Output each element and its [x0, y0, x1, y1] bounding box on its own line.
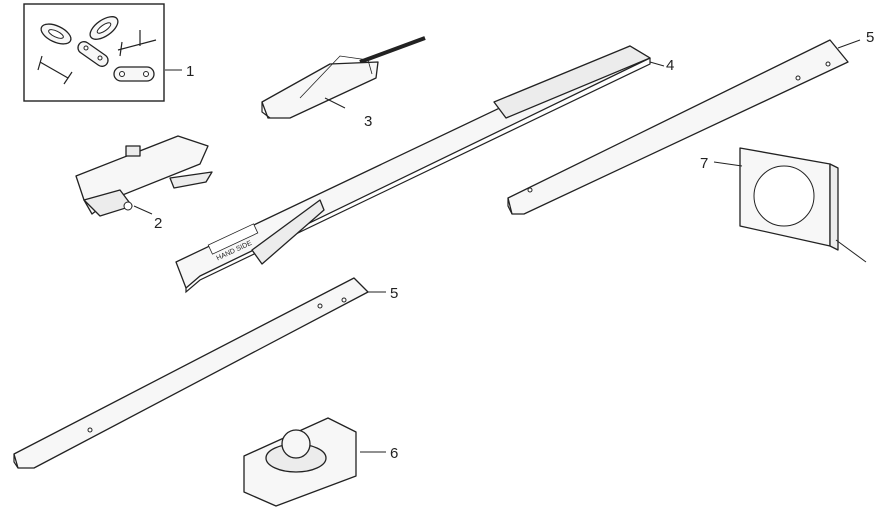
pulley-icon [265, 429, 327, 473]
part-1-hardware-kit: 1 [23, 3, 194, 102]
sprocket-icon [753, 165, 815, 227]
pin-icon [37, 30, 157, 85]
part-3-trolley: 3 [261, 36, 426, 130]
callout-4: 4 [666, 57, 674, 74]
part-4-center-rail: HAND SIDE 4 [175, 45, 674, 294]
callout-2: 2 [154, 215, 162, 232]
callout-5a: 5 [866, 29, 874, 46]
callout-3: 3 [364, 113, 372, 130]
callout-5b: 5 [390, 285, 398, 302]
part-2-carriage: 2 [75, 135, 213, 232]
callout-7: 7 [700, 155, 708, 172]
part-5-rail-upper: 5 [507, 29, 874, 215]
chain-link-icon [40, 16, 119, 45]
callout-1: 1 [186, 63, 194, 80]
part-6-pulley-bracket: 6 [243, 417, 398, 507]
part-7-sprocket-pack: 7 [700, 147, 867, 263]
part-5-rail-lower: 5 [13, 277, 398, 469]
link-plate-icon [77, 41, 155, 82]
callout-6: 6 [390, 445, 398, 462]
